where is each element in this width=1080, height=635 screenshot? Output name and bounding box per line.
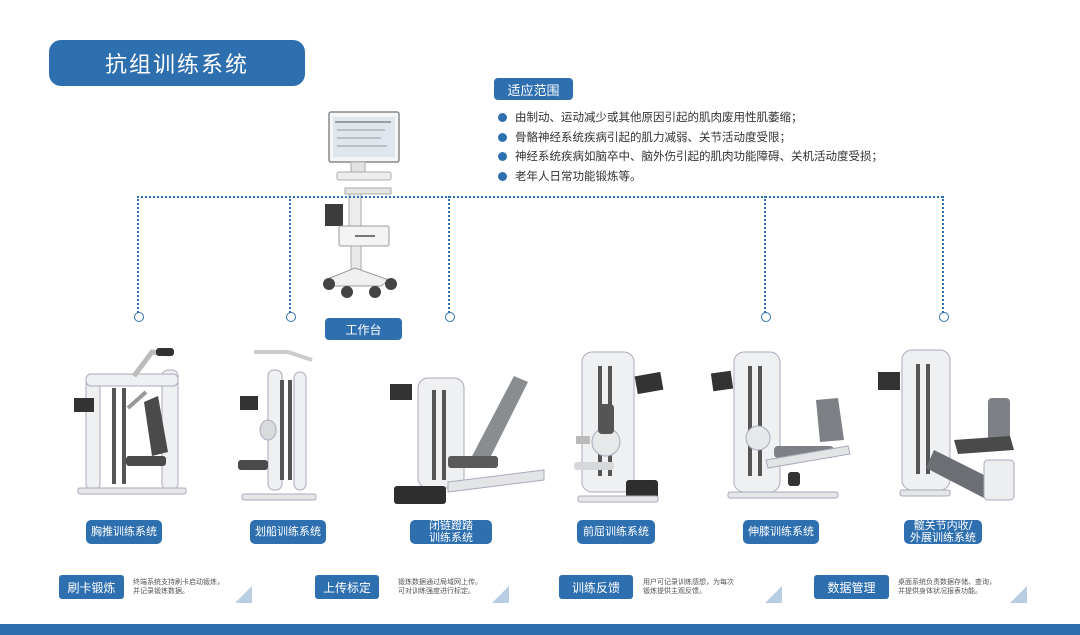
connector-horizontal <box>137 196 943 198</box>
page-fold-icon <box>235 586 252 603</box>
machine-label-line: 闭链蹬踏 <box>429 519 473 532</box>
machine-label: 伸膝训练系统 <box>743 520 819 544</box>
knee-extension-machine-image <box>710 351 851 499</box>
machine-label: 髋关节内收/ 外展训练系统 <box>904 520 982 544</box>
feature-description: 桌面系统负责数据存储、查询， 并提供身体状况报表功能。 <box>898 578 996 595</box>
scope-item: 神经系统疾病如脑卒中、脑外伤引起的肌肉功能障碍、关机活动度受损； <box>497 147 883 167</box>
feature-description: 用户可记录训练感想，为每次 锻炼提供主观反馈。 <box>643 578 734 595</box>
feature-description: 终端系统支持刷卡启动锻炼， 并记录锻炼数据。 <box>133 578 224 595</box>
scope-item: 骨骼神经系统疾病引起的肌力减弱、关节活动度受限； <box>497 128 883 148</box>
page-title: 抗组训练系统 <box>49 40 305 86</box>
bottom-band <box>0 624 1080 635</box>
machine-label-line: 训练系统 <box>429 531 473 544</box>
machine-label: 前屈训练系统 <box>577 520 655 544</box>
machine-label: 胸推训练系统 <box>86 520 162 544</box>
workstation-image <box>323 111 400 298</box>
hip-machine-image <box>878 349 1015 501</box>
connector-node-icon <box>761 312 771 322</box>
scope-item: 由制动、运动减少或其他原因引起的肌肉废用性肌萎缩； <box>497 108 883 128</box>
page-fold-icon <box>1010 586 1027 603</box>
connector-vertical <box>289 196 291 313</box>
feature-tag: 上传标定 <box>315 575 379 599</box>
connector-vertical <box>942 196 944 313</box>
machine-label-line: 髋关节内收/ <box>913 519 973 532</box>
connector-node-icon <box>286 312 296 322</box>
machine-label: 划船训练系统 <box>250 520 326 544</box>
machine-label-line: 外展训练系统 <box>910 531 976 544</box>
connector-vertical <box>448 196 450 313</box>
page-fold-icon <box>765 586 782 603</box>
rowing-machine-image <box>238 350 317 501</box>
flexion-machine-image <box>574 351 664 503</box>
connector-node-icon <box>134 312 144 322</box>
connector-node-icon <box>939 312 949 322</box>
leg-press-machine-image <box>390 376 545 504</box>
feature-tag: 训练反馈 <box>559 575 633 599</box>
scope-list: 由制动、运动减少或其他原因引起的肌肉废用性肌萎缩； 骨骼神经系统疾病引起的肌力减… <box>497 108 883 186</box>
scope-item: 老年人日常功能锻炼等。 <box>497 167 883 187</box>
machine-label: 闭链蹬踏 训练系统 <box>410 520 492 544</box>
feature-tag: 数据管理 <box>814 575 889 599</box>
connector-node-icon <box>445 312 455 322</box>
connector-vertical <box>137 196 139 313</box>
feature-tag: 刷卡锻炼 <box>59 575 124 599</box>
scope-heading: 适应范围 <box>494 78 573 100</box>
feature-description: 锻炼数据通过局域网上传。 可对训练强度进行标定。 <box>398 578 482 595</box>
workstation-label: 工作台 <box>325 318 402 340</box>
connector-vertical <box>764 196 766 313</box>
page-fold-icon <box>492 586 509 603</box>
chest-press-machine-image <box>74 348 187 495</box>
